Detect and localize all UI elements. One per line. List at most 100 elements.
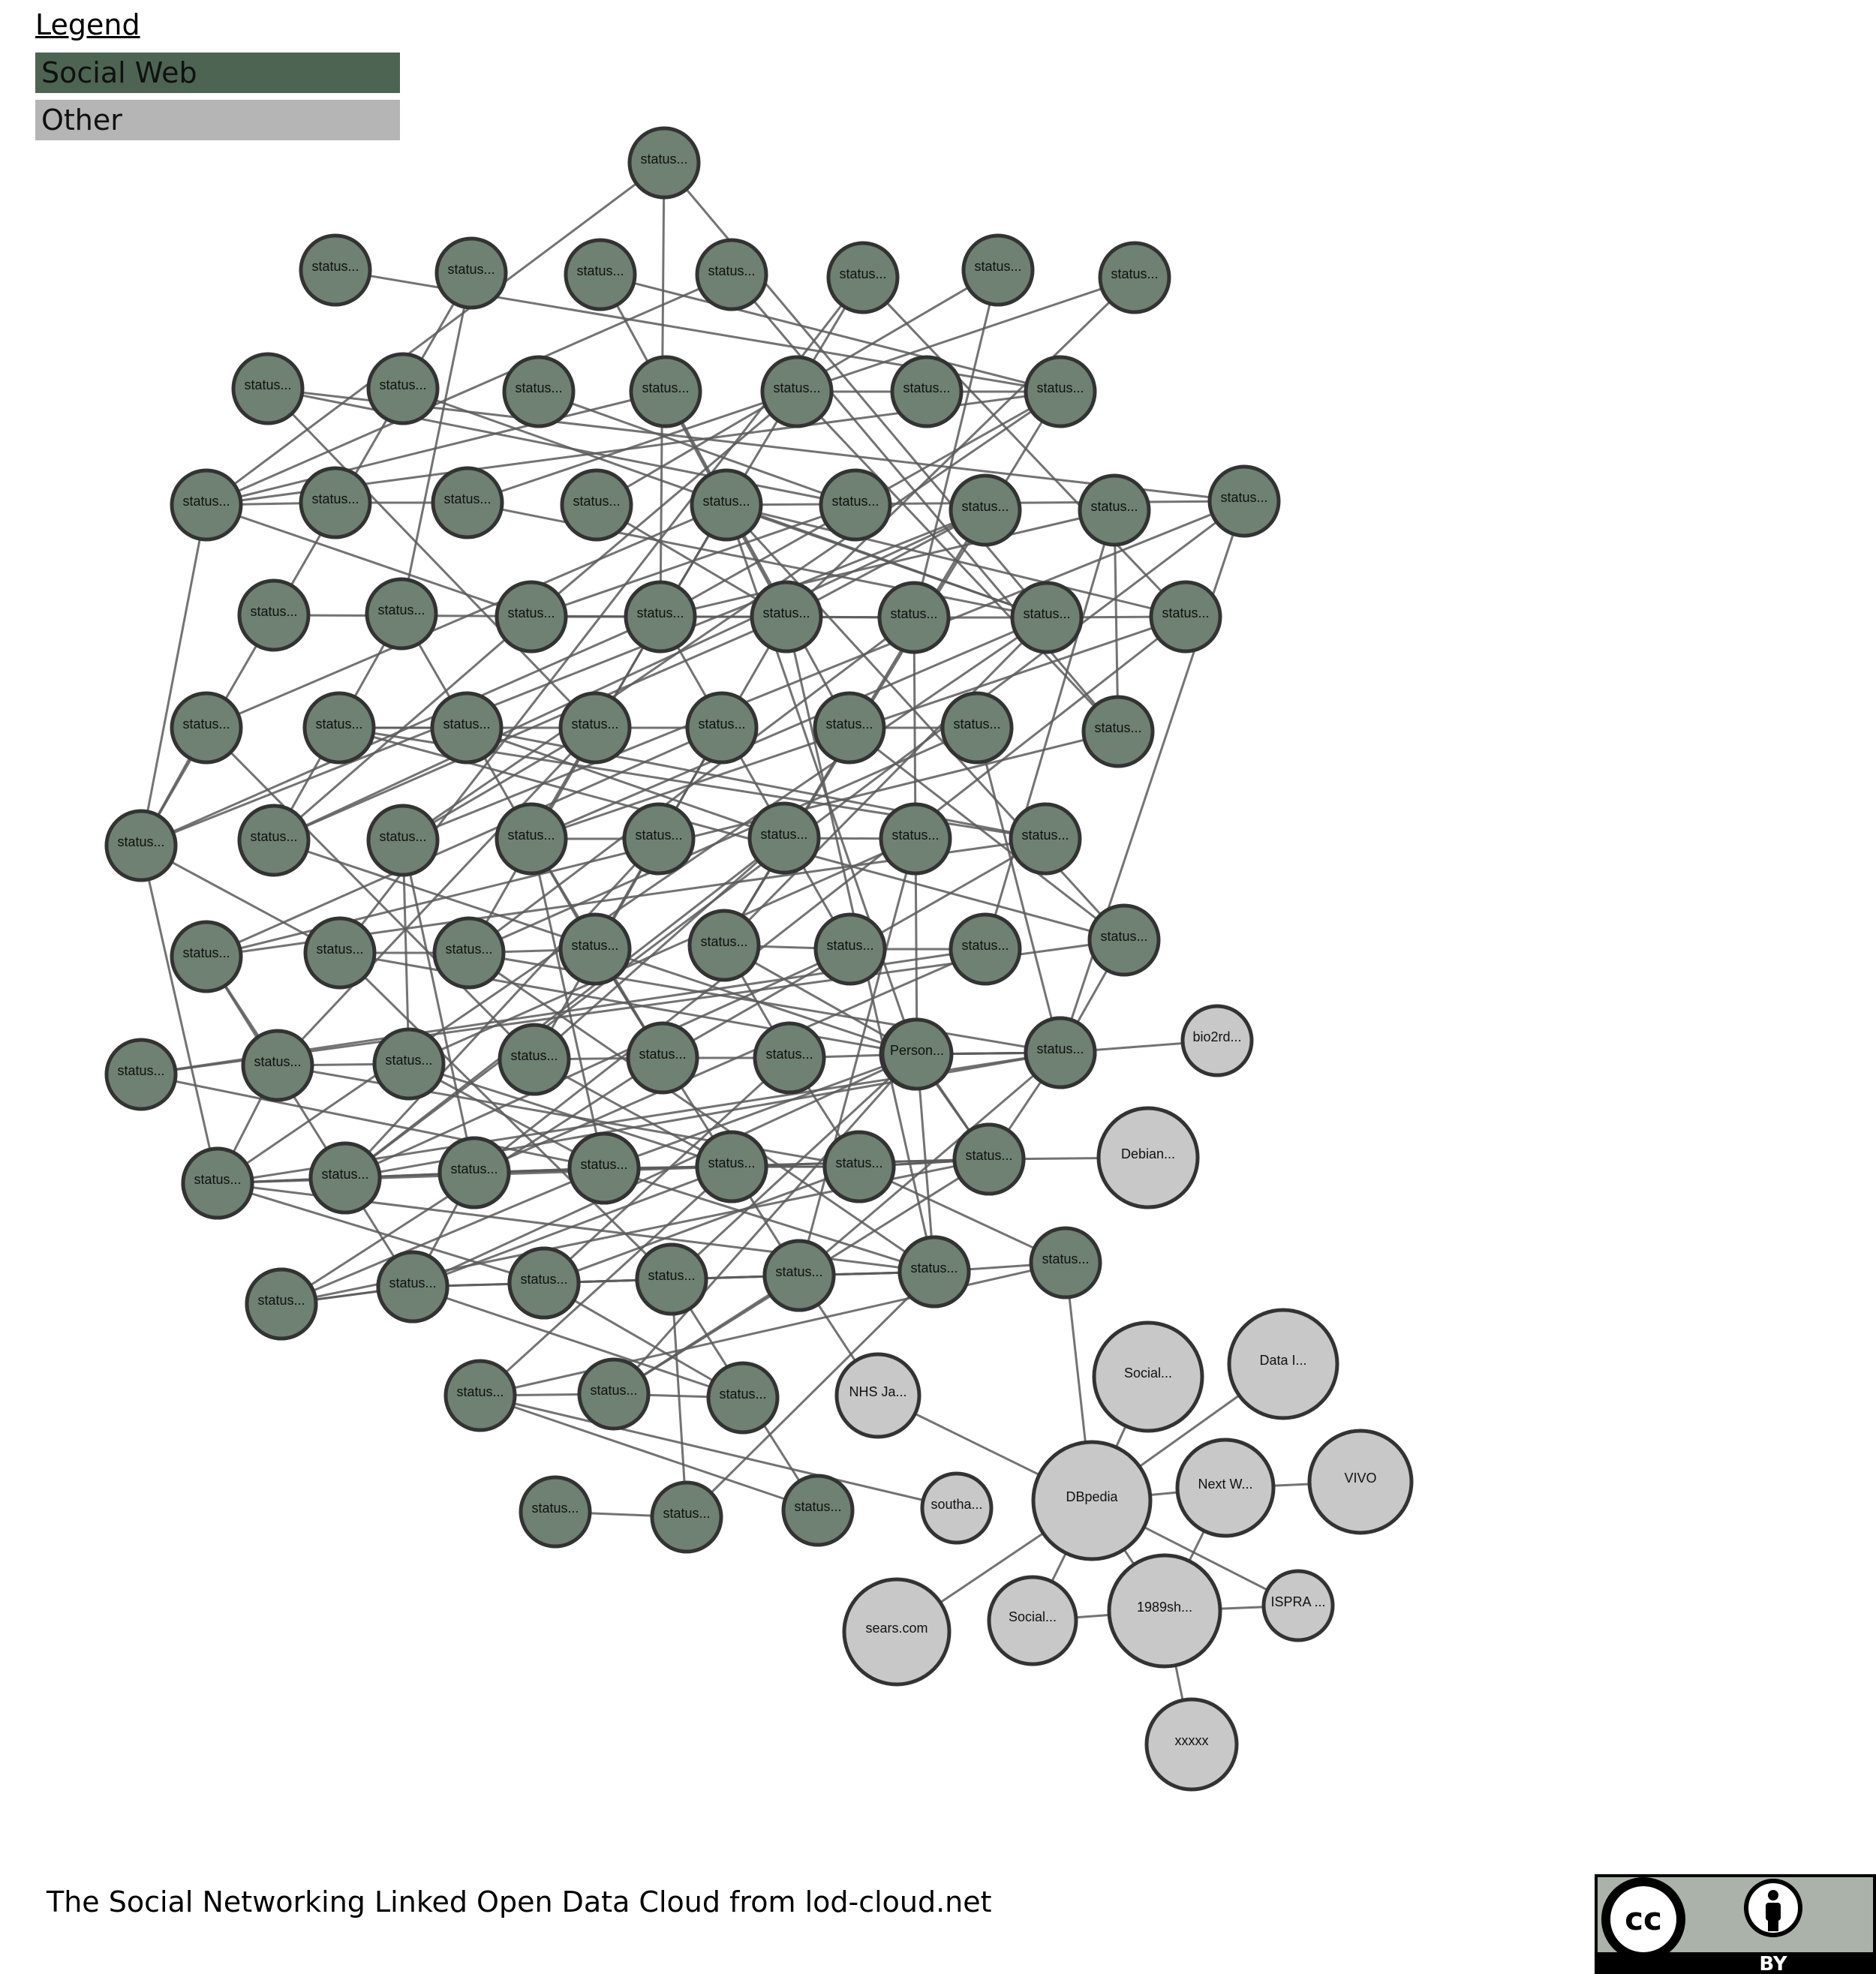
graph-node-social-web[interactable]: status... xyxy=(376,1250,449,1324)
graph-node-social-web[interactable]: status... xyxy=(231,352,305,425)
node-circle xyxy=(1207,464,1281,538)
graph-node-social-web[interactable]: status... xyxy=(940,691,1014,765)
graph-node-social-web[interactable]: status... xyxy=(241,1029,314,1102)
graph-node-social-web[interactable]: status... xyxy=(695,1130,768,1203)
graph-node-social-web[interactable]: status... xyxy=(627,126,701,200)
graph-node-social-web[interactable]: Person... xyxy=(880,1017,954,1091)
graph-node-social-web[interactable]: status... xyxy=(695,238,768,311)
graph-node-other[interactable]: Social... xyxy=(987,1575,1078,1666)
graph-node-social-web[interactable]: status... xyxy=(624,580,697,653)
graph-node-social-web[interactable]: status... xyxy=(949,912,1022,986)
graph-node-social-web[interactable]: status... xyxy=(372,1027,446,1101)
graph-node-social-web[interactable]: status... xyxy=(753,1021,826,1095)
graph-node-social-web[interactable]: status... xyxy=(747,801,821,875)
graph-node-social-web[interactable]: status... xyxy=(1009,802,1082,876)
graph-node-other[interactable]: NHS Ja... xyxy=(834,1352,921,1439)
graph-node-social-web[interactable]: status... xyxy=(245,1267,318,1341)
graph-node-social-web[interactable]: status... xyxy=(819,468,892,542)
graph-node-other[interactable]: VIVO xyxy=(1307,1429,1414,1535)
graph-node-social-web[interactable]: status... xyxy=(507,1246,581,1320)
graph-node-social-web[interactable]: status... xyxy=(760,355,834,428)
graph-node-social-web[interactable]: status... xyxy=(170,691,243,765)
graph-node-social-web[interactable]: status... xyxy=(685,691,759,765)
graph-node-social-web[interactable]: status... xyxy=(690,468,763,542)
graph-node-other[interactable]: xxxxx xyxy=(1144,1697,1239,1792)
graph-node-social-web[interactable]: status... xyxy=(365,577,438,650)
graph-node-social-web[interactable]: status... xyxy=(949,473,1022,547)
graph-node-social-web[interactable]: status... xyxy=(750,580,823,653)
graph-node-social-web[interactable]: status... xyxy=(826,241,900,314)
graph-node-social-web[interactable]: status... xyxy=(564,238,637,311)
graph-node-social-web[interactable]: status... xyxy=(1098,241,1171,314)
graph-node-social-web[interactable]: status... xyxy=(303,916,377,990)
graph-node-social-web[interactable]: status... xyxy=(443,1359,517,1432)
graph-node-other[interactable]: ISPRA ... xyxy=(1261,1569,1335,1642)
graph-node-social-web[interactable]: status... xyxy=(1024,355,1097,428)
graph-node-social-web[interactable]: status... xyxy=(308,1141,382,1215)
graph-node-other[interactable]: southa... xyxy=(920,1471,994,1545)
graph-node-social-web[interactable]: status... xyxy=(1024,1016,1097,1089)
graph-node-social-web[interactable]: status... xyxy=(104,809,178,882)
graph-node-social-web[interactable]: status... xyxy=(237,578,311,652)
graph-node-social-web[interactable]: status... xyxy=(622,802,696,876)
graph-node-social-web[interactable]: status... xyxy=(437,1136,511,1209)
graph-node-social-web[interactable]: status... xyxy=(1078,473,1151,547)
graph-node-social-web[interactable]: status... xyxy=(567,1131,641,1205)
graph-node-social-web[interactable]: status... xyxy=(299,466,372,539)
graph-node-social-web[interactable]: status... xyxy=(302,691,376,765)
graph-node-social-web[interactable]: status... xyxy=(434,236,508,310)
graph-node-social-web[interactable]: status... xyxy=(502,355,576,428)
graph-node-social-web[interactable]: status... xyxy=(495,580,568,653)
graph-node-social-web[interactable]: status... xyxy=(558,691,632,765)
graph-node-social-web[interactable]: status... xyxy=(706,1361,780,1435)
graph-node-social-web[interactable]: status... xyxy=(822,1130,896,1203)
graph-node-social-web[interactable]: status... xyxy=(577,1357,651,1431)
graph-node-social-web[interactable]: status... xyxy=(299,233,372,307)
cc-by-license-badge[interactable]: cc BY xyxy=(1595,1874,1876,1974)
graph-node-social-web[interactable]: status... xyxy=(961,233,1035,307)
graph-node-social-web[interactable]: status... xyxy=(781,1474,855,1547)
graph-node-social-web[interactable]: status... xyxy=(181,1146,254,1220)
graph-node-social-web[interactable]: status... xyxy=(650,1480,723,1554)
graph-node-other[interactable]: Social... xyxy=(1092,1321,1204,1433)
graph-node-social-web[interactable]: status... xyxy=(498,1023,571,1096)
graph-node-social-web[interactable]: status... xyxy=(635,1242,708,1316)
graph-node-social-web[interactable]: status... xyxy=(430,691,504,765)
graph-node-social-web[interactable]: status... xyxy=(558,912,632,986)
graph-node-social-web[interactable]: status... xyxy=(366,804,440,877)
graph-node-social-web[interactable]: status... xyxy=(626,1021,699,1095)
graph-node-social-web[interactable]: status... xyxy=(1029,1226,1102,1299)
graph-node-other[interactable]: 1989sh... xyxy=(1107,1553,1222,1669)
graph-node-social-web[interactable]: status... xyxy=(1149,580,1222,653)
graph-node-social-web[interactable]: status... xyxy=(629,355,702,428)
graph-node-social-web[interactable]: status... xyxy=(879,802,952,876)
graph-node-social-web[interactable]: status... xyxy=(1207,464,1281,538)
graph-node-social-web[interactable]: status... xyxy=(813,912,887,986)
graph-node-other[interactable]: Data I... xyxy=(1227,1308,1339,1420)
graph-node-social-web[interactable]: status... xyxy=(560,468,633,542)
graph-node-social-web[interactable]: status... xyxy=(897,1235,971,1308)
graph-node-social-web[interactable]: status... xyxy=(877,581,951,654)
graph-node-social-web[interactable]: status... xyxy=(366,352,440,425)
graph-node-social-web[interactable]: status... xyxy=(432,916,506,990)
graph-node-other[interactable]: Next W... xyxy=(1175,1438,1276,1538)
graph-node-other[interactable]: DBpedia xyxy=(1031,1440,1153,1561)
graph-node-social-web[interactable]: status... xyxy=(170,920,243,993)
graph-node-social-web[interactable]: status... xyxy=(519,1475,592,1549)
graph-node-social-web[interactable]: status... xyxy=(1081,695,1155,768)
graph-node-social-web[interactable]: status... xyxy=(495,802,568,876)
graph-node-social-web[interactable]: status... xyxy=(890,355,964,428)
graph-node-social-web[interactable]: status... xyxy=(104,1038,178,1111)
graph-node-social-web[interactable]: status... xyxy=(431,466,504,539)
graph-node-social-web[interactable]: status... xyxy=(952,1122,1026,1196)
graph-node-other[interactable]: Debian... xyxy=(1096,1106,1200,1209)
graph-node-social-web[interactable]: status... xyxy=(762,1239,836,1312)
graph-node-social-web[interactable]: status... xyxy=(1087,903,1161,977)
graph-node-social-web[interactable]: status... xyxy=(813,691,886,765)
graph-node-social-web[interactable]: status... xyxy=(1010,581,1084,654)
graph-node-other[interactable]: sears.com xyxy=(842,1577,952,1687)
graph-node-social-web[interactable]: status... xyxy=(687,909,761,982)
graph-node-social-web[interactable]: status... xyxy=(237,804,311,877)
graph-node-social-web[interactable]: status... xyxy=(170,468,243,542)
graph-node-other[interactable]: bio2rd... xyxy=(1180,1004,1254,1077)
